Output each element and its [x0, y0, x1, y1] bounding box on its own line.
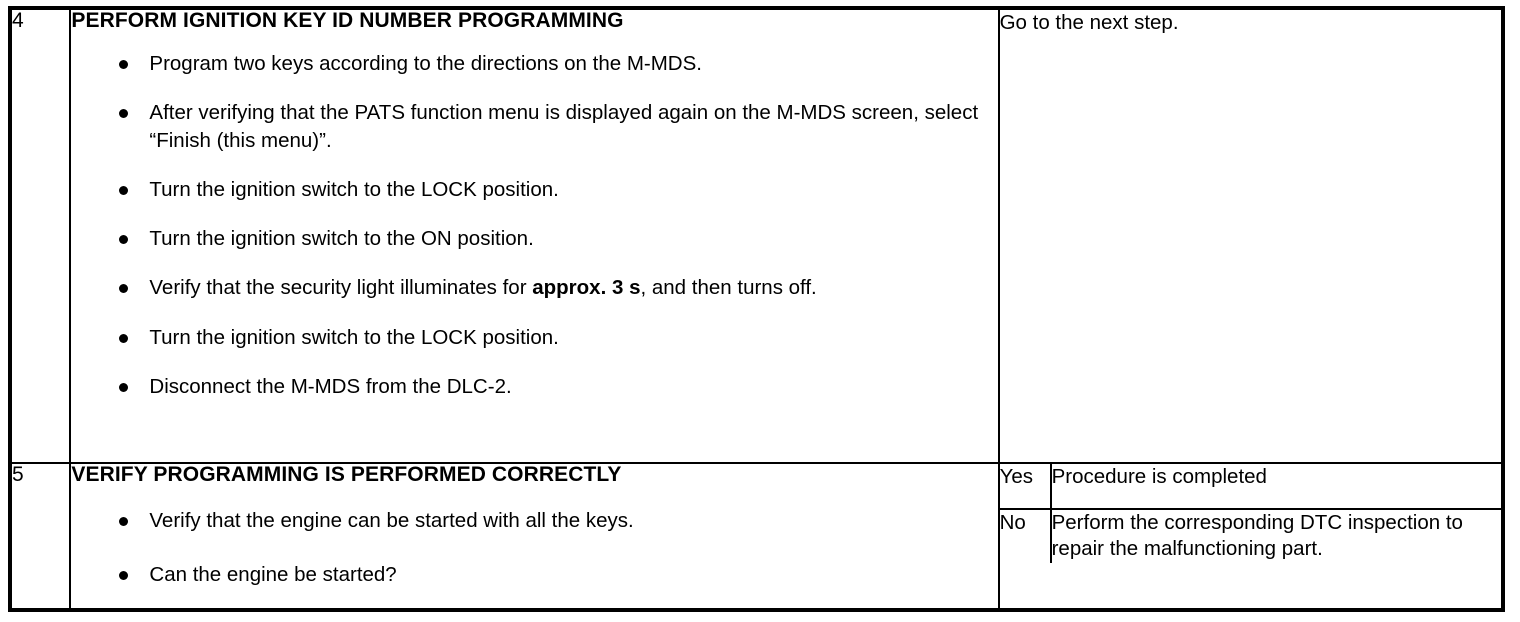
bullet-text: Program two keys according to the direct…	[149, 52, 702, 76]
bullet-dot-icon	[119, 235, 129, 245]
step-body-cell-5: VERIFY PROGRAMMING IS PERFORMED CORRECTL…	[69, 461, 1000, 611]
answer-label-no: No	[999, 508, 1052, 563]
bullet-dot-icon	[119, 516, 129, 526]
step-bullet-list-5: Verify that the engine can be started wi…	[71, 507, 997, 589]
table-row-step-5: 5 VERIFY PROGRAMMING IS PERFORMED CORREC…	[8, 461, 1505, 611]
answer-result-yes: Procedure is completed	[1050, 463, 1501, 510]
list-item: Can the engine be started?	[71, 561, 997, 588]
list-item: Turn the ignition switch to the LOCK pos…	[71, 324, 997, 351]
step-answers-cell-5: Yes Procedure is completed No Perform th…	[997, 461, 1505, 611]
bullet-dot-icon	[119, 284, 129, 294]
step-title-5: VERIFY PROGRAMMING IS PERFORMED CORRECTL…	[71, 462, 622, 486]
list-item: Turn the ignition switch to the ON posit…	[71, 225, 997, 252]
step-number-cell-5: 5	[8, 461, 72, 611]
bullet-dot-icon	[119, 570, 129, 580]
step-number-5: 5	[12, 462, 24, 486]
bullet-text: Verify that the engine can be started wi…	[149, 508, 634, 532]
bullet-dot-icon	[119, 185, 129, 195]
list-item: Turn the ignition switch to the LOCK pos…	[71, 176, 997, 203]
bullet-text: Disconnect the M-MDS from the DLC-2.	[149, 374, 512, 398]
bullet-text: Can the engine be started?	[149, 562, 397, 586]
list-item: Verify that the security light illuminat…	[71, 274, 997, 301]
answer-row-yes: Yes Procedure is completed	[999, 463, 1501, 510]
step-result-text-4: Go to the next step.	[999, 11, 1179, 34]
bullet-dot-icon	[119, 109, 129, 119]
answer-row-no: No Perform the corresponding DTC inspect…	[999, 508, 1501, 563]
step-result-cell-4: Go to the next step.	[997, 7, 1505, 464]
answer-result-no: Perform the corresponding DTC inspection…	[1050, 508, 1501, 563]
step-bullet-list-4: Program two keys according to the direct…	[71, 50, 997, 400]
bullet-dot-icon	[119, 382, 129, 392]
bullet-text: After verifying that the PATS function m…	[149, 101, 979, 152]
bullet-text: Verify that the security light illuminat…	[149, 276, 817, 300]
answers-table: Yes Procedure is completed No Perform th…	[999, 463, 1501, 563]
bullet-dot-icon	[119, 333, 129, 343]
answer-label-yes: Yes	[999, 463, 1052, 510]
step-body-cell-4: PERFORM IGNITION KEY ID NUMBER PROGRAMMI…	[69, 7, 1000, 464]
bullet-text: Turn the ignition switch to the ON posit…	[149, 227, 534, 251]
table-row-step-4: 4 PERFORM IGNITION KEY ID NUMBER PROGRAM…	[8, 7, 1505, 464]
diagnostic-procedure-table: 4 PERFORM IGNITION KEY ID NUMBER PROGRAM…	[8, 6, 1505, 612]
bullet-dot-icon	[119, 60, 129, 70]
step-number-4: 4	[12, 9, 24, 32]
step-number-cell-4: 4	[8, 7, 72, 464]
step-title-4: PERFORM IGNITION KEY ID NUMBER PROGRAMMI…	[71, 9, 624, 32]
list-item: Disconnect the M-MDS from the DLC-2.	[71, 373, 997, 400]
bullet-text: Turn the ignition switch to the LOCK pos…	[149, 177, 559, 201]
bullet-text: Turn the ignition switch to the LOCK pos…	[149, 325, 559, 349]
list-item: Program two keys according to the direct…	[71, 50, 997, 77]
list-item: Verify that the engine can be started wi…	[71, 507, 997, 534]
list-item: After verifying that the PATS function m…	[71, 99, 997, 154]
